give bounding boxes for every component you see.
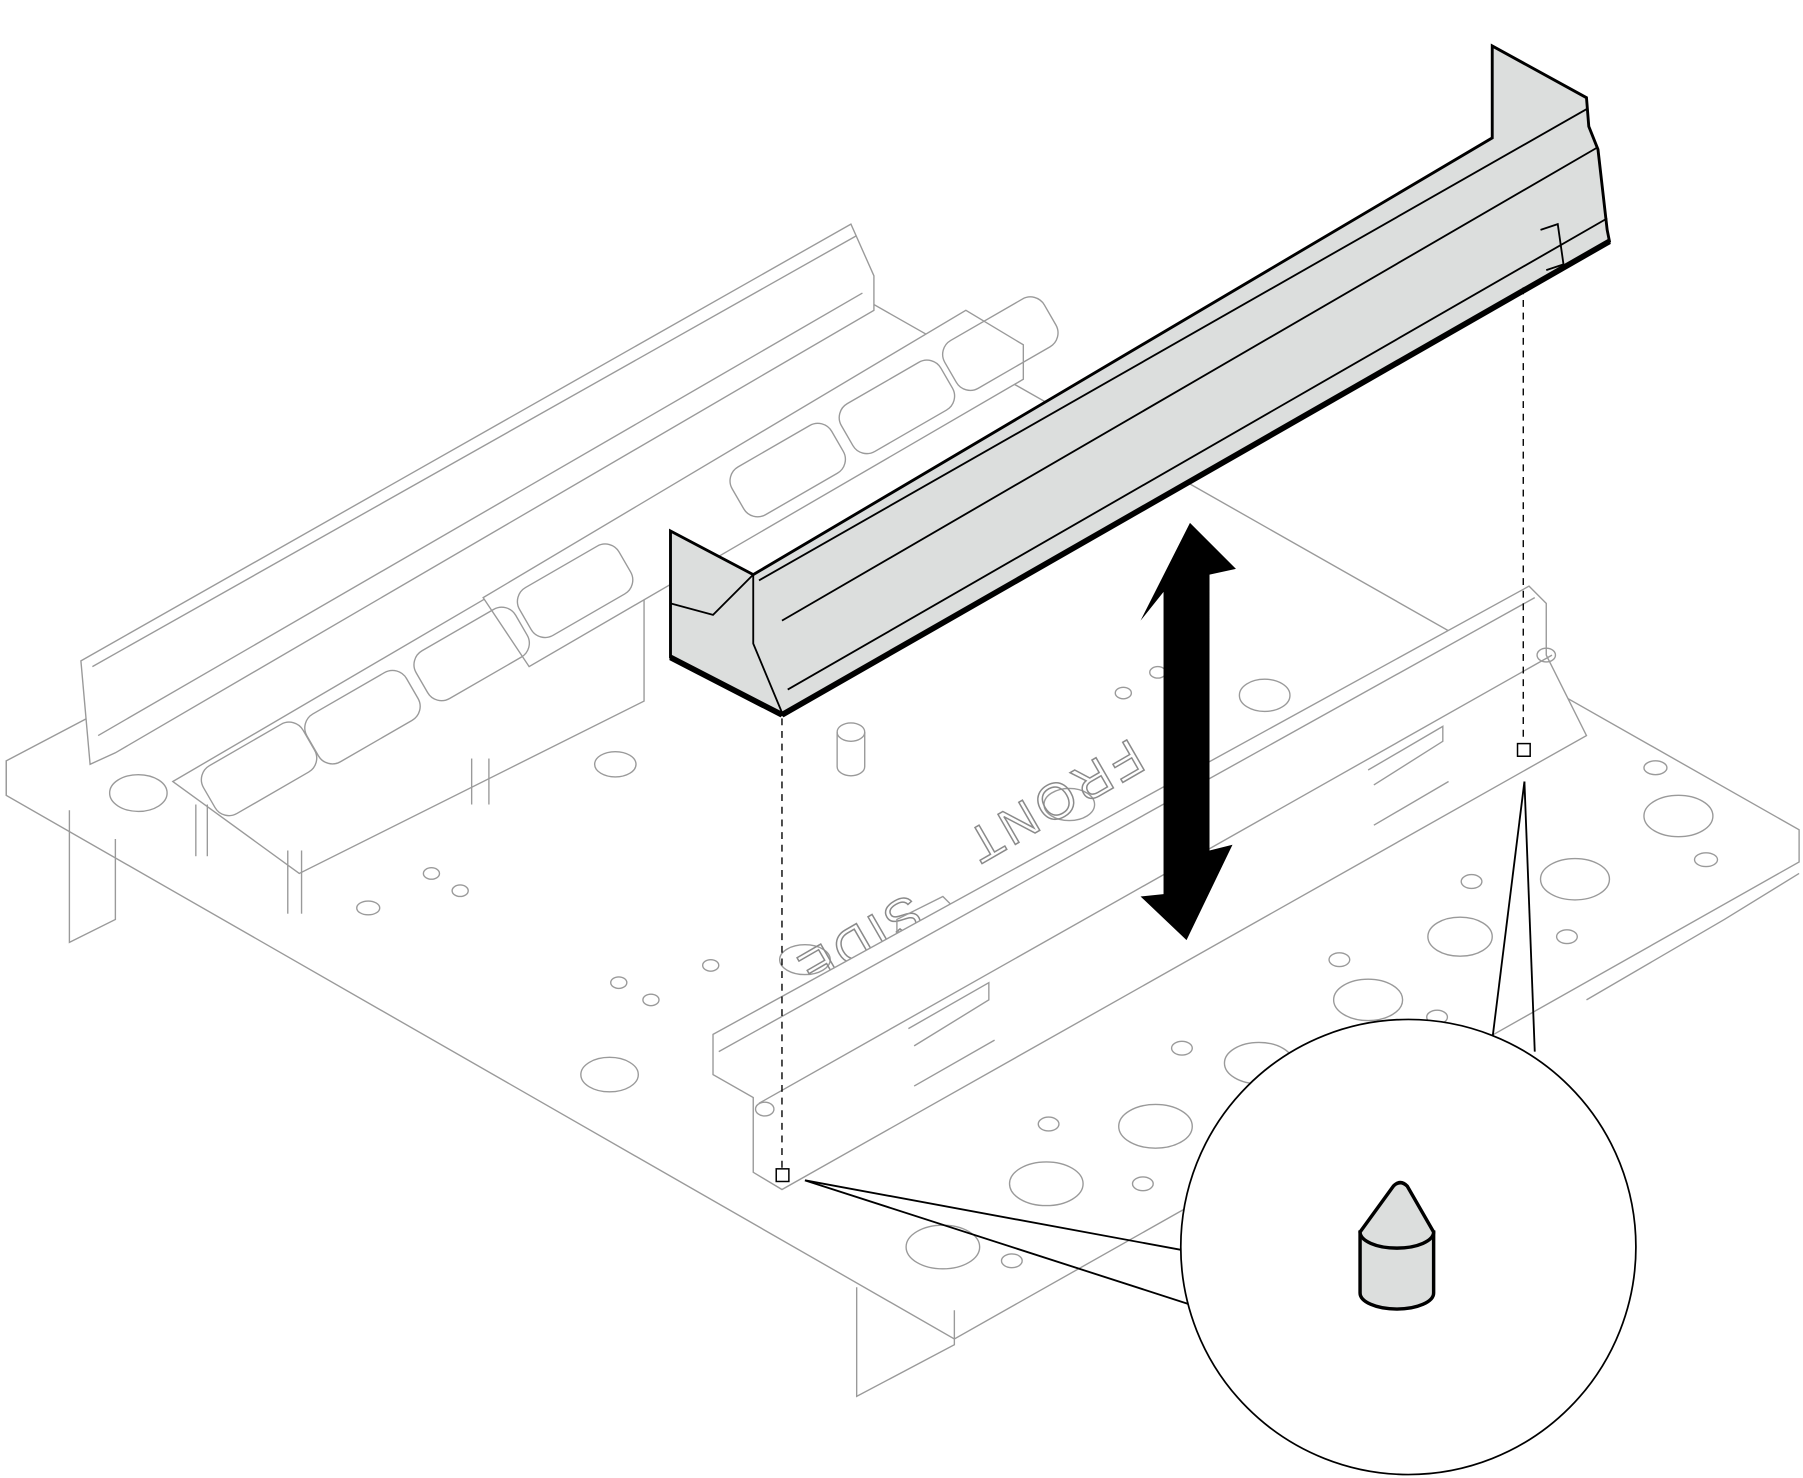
drive-backplane-connectors	[171, 296, 1059, 914]
magnified-pin	[1358, 1180, 1436, 1311]
alignment-pin-front	[775, 1168, 790, 1183]
standoff	[836, 722, 866, 777]
alignment-pin-rear	[1516, 742, 1531, 757]
air-baffle	[669, 43, 1612, 718]
rear-wall	[80, 223, 875, 766]
magnifier-callout	[804, 781, 1637, 1476]
double-arrow-vertical-icon	[1140, 522, 1236, 941]
baffle-bracket-rail	[712, 585, 1588, 1191]
